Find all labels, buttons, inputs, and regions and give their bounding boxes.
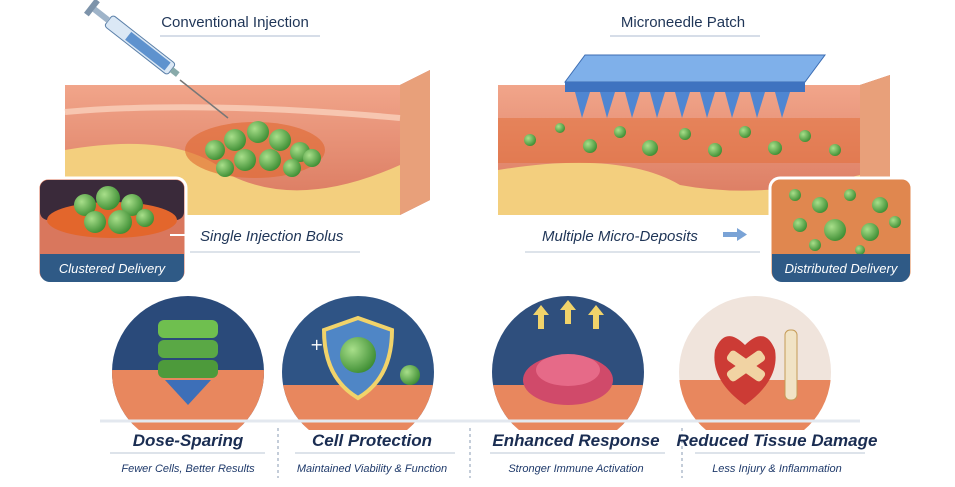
benefit-title: Dose-Sparing — [133, 431, 244, 450]
benefit-cell-protection: Cell Protection Maintained Viability & F… — [295, 431, 455, 475]
cell-protection-illustration: + — [282, 296, 434, 430]
distributed-delivery-label: Distributed Delivery — [785, 261, 899, 276]
svg-text:+: + — [310, 335, 323, 354]
benefit-subtitle: Less Injury & Inflammation — [712, 463, 842, 475]
microneedle-patch-title: Microneedle Patch — [621, 14, 745, 31]
separator-lines — [277, 428, 683, 478]
syringe-icon — [84, 0, 229, 119]
distributed-cells — [524, 123, 841, 157]
enhanced-response-illustration — [492, 296, 644, 430]
multiple-micro-deposits-label: Multiple Micro-Deposits — [542, 228, 698, 245]
single-injection-bolus-label: Single Injection Bolus — [200, 228, 344, 245]
benefit-subtitle: Maintained Viability & Function — [297, 463, 447, 475]
benefit-subtitle: Stronger Immune Activation — [508, 463, 643, 475]
dose-sparing-illustration — [112, 296, 264, 430]
distributed-delivery-inset: Distributed Delivery — [768, 176, 914, 284]
benefit-title: Enhanced Response — [492, 431, 659, 450]
conventional-injection-title: Conventional Injection — [161, 14, 309, 31]
benefit-title: Reduced Tissue Damage — [677, 431, 878, 450]
benefit-title: Cell Protection — [312, 431, 432, 450]
benefit-subtitle: Fewer Cells, Better Results — [121, 463, 255, 475]
arrow-right-icon — [723, 228, 747, 241]
benefit-dose-sparing: Dose-Sparing Fewer Cells, Better Results — [110, 431, 265, 475]
clustered-delivery-inset: Clustered Delivery — [36, 176, 188, 284]
benefit-enhanced-response: Enhanced Response Stronger Immune Activa… — [490, 431, 665, 475]
clustered-delivery-label: Clustered Delivery — [59, 261, 167, 276]
reduced-tissue-damage-illustration — [679, 296, 831, 430]
benefit-reduced-tissue-damage: Reduced Tissue Damage Less Injury & Infl… — [677, 431, 878, 475]
cell-cluster — [205, 121, 321, 177]
microneedle-patch-icon — [564, 54, 826, 118]
